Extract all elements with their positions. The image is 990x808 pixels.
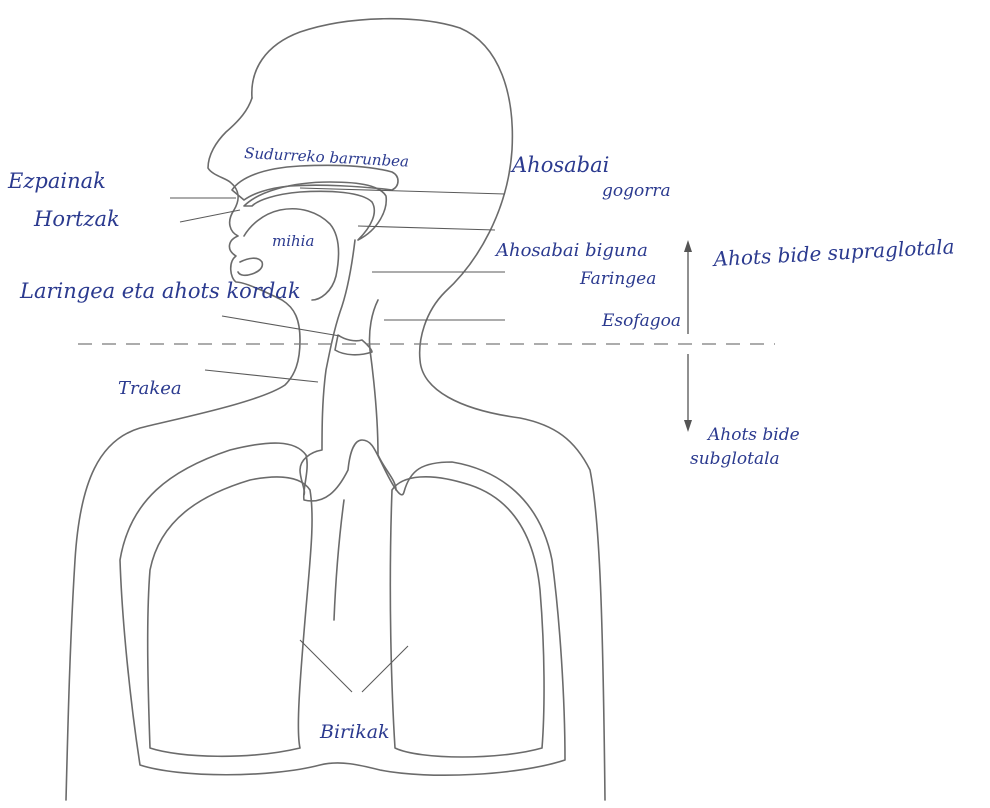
label-sudurreko-barrunbea: Sudurreko barrunbea xyxy=(244,144,410,171)
label-ahosabai-biguna: Ahosabai biguna xyxy=(494,240,648,261)
label-ahosabai-gogorra-line2: gogorra xyxy=(602,181,671,201)
leader-birikak-right xyxy=(362,646,408,692)
left-lung xyxy=(148,477,312,756)
right-lung xyxy=(390,477,544,757)
face-profile xyxy=(66,98,300,800)
pharynx xyxy=(300,240,355,495)
head-outline xyxy=(252,19,605,800)
lower-jaw xyxy=(238,258,262,275)
label-esofagoa: Esofagoa xyxy=(601,311,681,331)
label-birikak: Birikak xyxy=(319,721,390,743)
label-ahosabai-gogorra-line1: Ahosabai xyxy=(510,153,609,177)
larynx xyxy=(335,335,372,355)
label-ahots-bide-subglotala-line2: subglotala xyxy=(690,449,780,469)
label-hortzak: Hortzak xyxy=(33,207,120,231)
leader-birikak-left xyxy=(300,640,352,692)
label-laringea: Laringea eta ahots kordak xyxy=(19,279,301,303)
label-ahots-bide-supraglotala: Ahots bide supraglotala xyxy=(711,234,955,271)
arrow-up-head xyxy=(684,240,692,252)
label-faringea: Faringea xyxy=(579,269,656,289)
label-trakea: Trakea xyxy=(118,378,182,399)
label-ahots-bide-subglotala-line1: Ahots bide xyxy=(706,425,800,445)
leader-ahosabai-biguna xyxy=(358,226,495,230)
arrow-down-head xyxy=(684,420,692,432)
leader-trakea xyxy=(205,370,318,382)
label-mihia: mihia xyxy=(272,232,314,250)
label-ezpainak: Ezpainak xyxy=(7,169,106,193)
mediastinum-line xyxy=(334,500,344,620)
esophagus xyxy=(369,300,396,490)
leader-laringea xyxy=(222,316,340,336)
